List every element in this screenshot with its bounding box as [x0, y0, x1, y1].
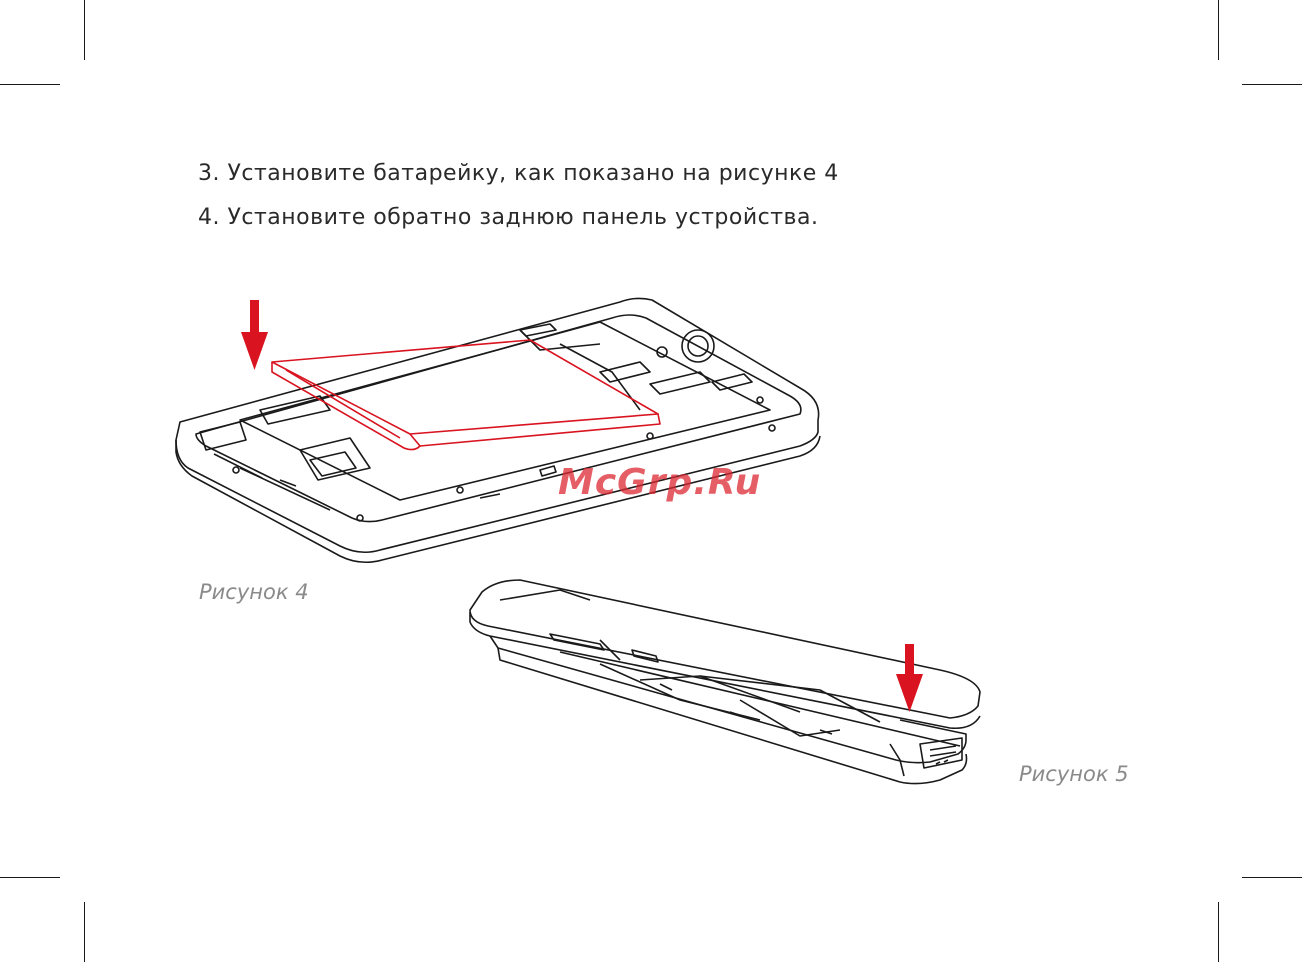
crop-mark-top-left	[84, 0, 85, 60]
crop-mark-right-top	[1242, 84, 1302, 85]
crop-mark-bottom-right	[1218, 902, 1219, 962]
insert-arrow-figure-4	[241, 300, 268, 370]
crop-mark-right-bottom	[1242, 877, 1302, 878]
watermark: McGrp.Ru	[558, 462, 762, 503]
figure-5-phone-illustration	[469, 579, 981, 785]
figure-4-caption: Рисунок 4	[199, 580, 309, 604]
battery-illustration	[271, 339, 661, 451]
insert-arrow-figure-5	[896, 644, 923, 712]
crop-mark-top-right	[1218, 0, 1219, 60]
step-3-text: 3. Установите батарейку, как показано на…	[198, 161, 839, 186]
figure-4-phone-illustration	[175, 297, 821, 564]
figure-5-caption: Рисунок 5	[1019, 762, 1129, 786]
step-4-text: 4. Установите обратно заднюю панель устр…	[198, 205, 819, 230]
crop-mark-left-bottom	[0, 877, 60, 878]
crop-mark-bottom-left	[84, 902, 85, 962]
crop-mark-left-top	[0, 84, 60, 85]
